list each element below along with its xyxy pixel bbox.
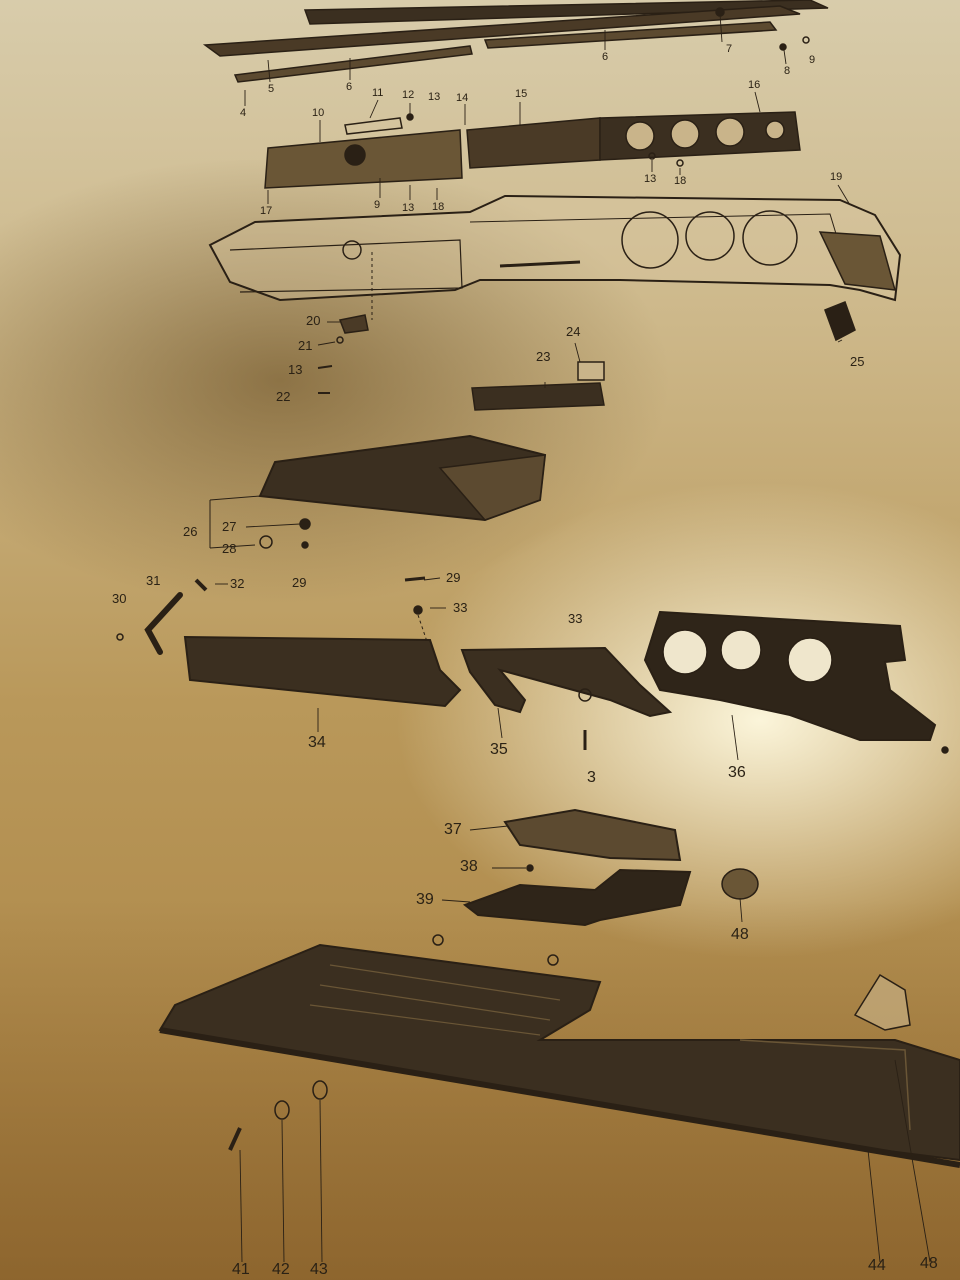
callout-13: 13 (428, 91, 441, 103)
part-molding-5 (233, 45, 473, 83)
callout-21: 21 (298, 338, 313, 353)
part-nut-9 (802, 36, 810, 44)
part-glovebox-door-34 (183, 635, 462, 708)
callout-23: 23 (536, 349, 551, 364)
callout-6b: 6 (602, 51, 609, 63)
callout-9: 9 (809, 54, 816, 66)
part-stay-31 (144, 592, 183, 655)
callout-33: 33 (453, 600, 468, 615)
part-washer-43 (312, 1080, 328, 1100)
part-ashtray-39 (462, 868, 692, 927)
callout-11: 11 (372, 87, 384, 99)
callout-8: 8 (784, 65, 791, 77)
part-bolt-41 (228, 1127, 242, 1151)
part-ashtray-trim-23 (471, 382, 605, 411)
callout-18b: 18 (674, 175, 687, 187)
callout-15: 15 (515, 88, 528, 100)
part-washer-21 (336, 336, 344, 344)
part-trim-35 (460, 646, 673, 718)
part-screw-38 (526, 864, 534, 872)
callout-26: 26 (183, 524, 198, 539)
callout-10: 10 (312, 107, 325, 119)
callout-14: 14 (456, 92, 469, 104)
callout-29b: 29 (446, 570, 461, 585)
callout-17: 17 (260, 205, 273, 217)
callout-16: 16 (748, 79, 761, 91)
callout-31: 31 (146, 573, 161, 588)
part-bracket-48 (853, 973, 911, 1031)
callout-33b: 33 (568, 611, 583, 626)
part-lock-11 (344, 144, 366, 166)
callout-25: 25 (850, 354, 865, 369)
part-center-panel-15 (466, 117, 601, 169)
callout-13c: 13 (644, 173, 657, 185)
callout-9b: 9 (374, 199, 381, 211)
part-instrument-panel-16 (599, 111, 801, 161)
callout-34: 34 (308, 734, 326, 751)
callout-36: 36 (728, 764, 746, 781)
callout-13d: 13 (288, 362, 303, 377)
callout-3: 3 (587, 769, 596, 786)
part-nut-28 (259, 535, 273, 549)
callout-48b: 48 (920, 1255, 938, 1272)
part-clip-20 (338, 314, 369, 334)
callout-19: 19 (830, 171, 843, 183)
callout-4: 4 (240, 107, 247, 119)
part-top-strip-b (202, 5, 801, 57)
part-washer-42 (274, 1100, 290, 1120)
callout-35: 35 (490, 741, 508, 758)
part-instrument-surround-36 (643, 610, 937, 741)
callout-32: 32 (230, 576, 245, 591)
part-washer-33b (578, 688, 592, 702)
callout-29: 29 (292, 575, 307, 590)
callout-6: 6 (346, 81, 353, 93)
callout-22: 22 (276, 389, 291, 404)
callout-39: 39 (416, 891, 434, 908)
callout-38: 38 (460, 858, 478, 875)
part-latch-27 (299, 518, 311, 530)
callout-42: 42 (272, 1261, 290, 1278)
part-screw-13 (317, 365, 333, 369)
part-screw-29a (301, 541, 309, 549)
callout-48: 48 (731, 926, 749, 943)
part-ashtray-top-37 (503, 808, 682, 862)
part-top-strip-a (303, 0, 829, 25)
part-screw-8 (779, 43, 787, 51)
callout-5: 5 (268, 83, 275, 95)
callout-27: 27 (222, 519, 237, 534)
callout-30: 30 (112, 591, 127, 606)
callout-18: 18 (432, 201, 445, 213)
callout-12: 12 (402, 89, 415, 101)
callout-20: 20 (306, 313, 321, 328)
part-plate-24 (577, 361, 605, 381)
part-clip-33a (413, 605, 423, 615)
part-clip-edge (941, 746, 949, 754)
callout-41: 41 (232, 1261, 250, 1278)
callout-43: 43 (310, 1261, 328, 1278)
callout-13b: 13 (402, 202, 415, 214)
callout-28: 28 (222, 541, 237, 556)
callout-44: 44 (868, 1257, 886, 1274)
part-grommet-48 (721, 868, 759, 900)
part-molding-6 (483, 21, 778, 49)
part-screw-29b (404, 576, 426, 582)
part-pin-30 (116, 633, 124, 641)
callout-37: 37 (444, 821, 462, 838)
part-trim-11-bar (344, 117, 403, 135)
part-nut-18 (676, 159, 684, 167)
part-nut-13 (648, 152, 656, 160)
part-knob-25 (824, 301, 856, 342)
callout-24: 24 (566, 324, 581, 339)
callout-7: 7 (726, 43, 733, 55)
part-spring-32 (194, 578, 208, 592)
part-dashboard-frame-19 (208, 194, 902, 302)
